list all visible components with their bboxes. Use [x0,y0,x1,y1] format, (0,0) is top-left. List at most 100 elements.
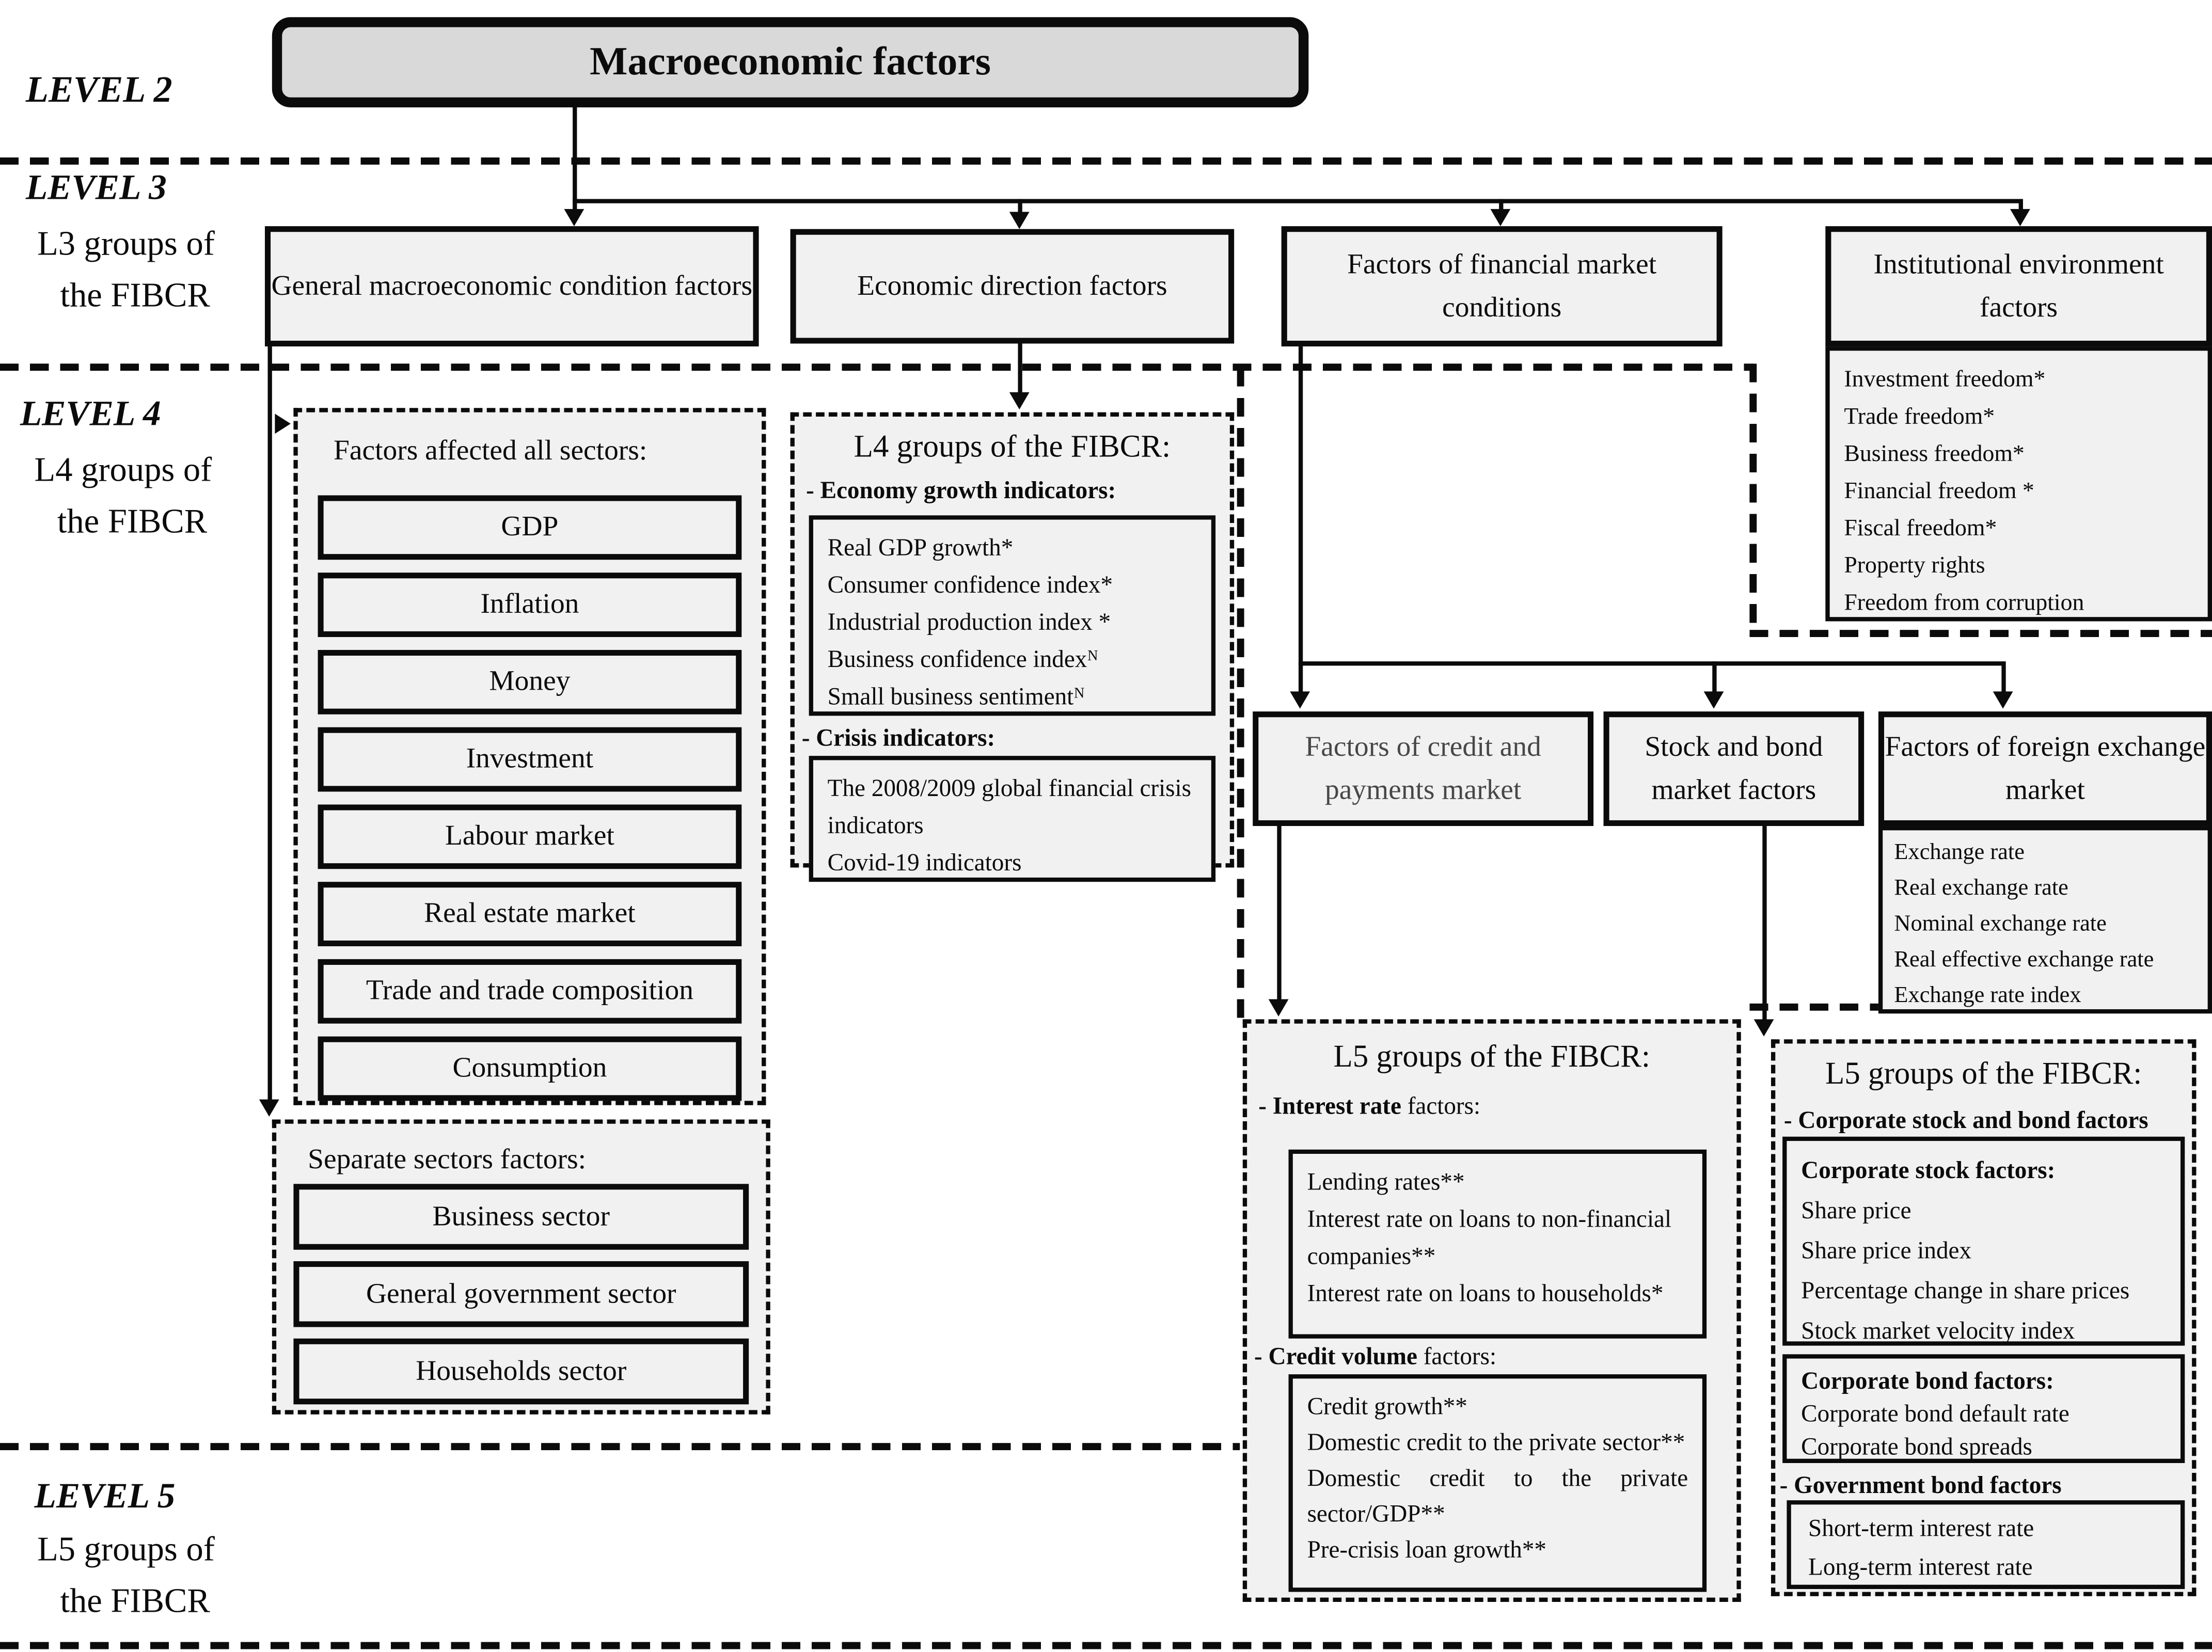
l4-box-stock-bond: Stock and bond market factors [1603,711,1865,827]
factor-label: Investment [466,743,594,775]
level4-sublabel-2: the FIBCR [57,504,208,542]
arrowhead-into-fx-box [1993,691,2013,709]
connector-l3-drop-3 [1499,199,1503,214]
list-item: Domestic credit to the private sector/GD… [1307,1464,1688,1528]
government-bond-heading: - Government bond factors [1779,1471,2062,1499]
factor-label: GDP [501,511,559,543]
sector-label: General government sector [366,1277,676,1309]
l4-box-credit-label: Factors of credit and payments market [1305,732,1541,806]
arrowhead-l3-general [564,209,584,227]
l4-box-fx-label: Factors of foreign exchange market [1885,732,2206,806]
list-item: Exchange rate [1894,840,2025,865]
connector-direction-drop [1018,343,1022,398]
root-box-label: Macroeconomic factors [590,39,991,84]
list-item: Industrial production index * [827,608,1111,636]
financial-region-dashed-left-edge [1237,368,1244,1020]
connector-stockbond-drop [1712,661,1716,693]
interest-rate-heading-rest: factors: [1401,1092,1481,1120]
factor-box-inflation: Inflation [318,573,742,637]
credit-volume-heading: - Credit volume factors: [1254,1343,1496,1371]
list-item: Freedom from corruption [1844,588,2084,616]
arrowhead-l3-institutional [2010,209,2030,227]
list-item: Pre-crisis loan growth** [1307,1536,1547,1564]
level5-label: LEVEL 5 [34,1477,176,1516]
l3-box-direction-label: Economic direction factors [857,271,1167,303]
list-item: Trade freedom* [1844,402,1995,430]
list-item: Real exchange rate [1894,876,2068,901]
factor-box-gdp: GDP [318,495,742,560]
connector-l3-drop-4 [2018,199,2023,214]
separator-level2-level3 [0,157,2212,165]
crisis-indicators-list: The 2008/2009 global financial crisis in… [809,756,1216,882]
connector-credit-drop [1298,661,1302,693]
list-item: Real effective exchange rate [1894,947,2154,972]
connector-general-drop [267,346,272,1103]
factor-label: Labour market [445,820,614,852]
sector-box-general-government: General government sector [293,1261,749,1327]
interest-rate-heading: - Interest rate factors: [1258,1092,1480,1121]
corporate-stock-heading: Corporate stock factors: [1801,1156,2056,1184]
factor-label: Inflation [480,588,579,620]
factor-box-investment: Investment [318,727,742,792]
factor-box-consumption: Consumption [318,1036,742,1101]
list-item: Interest rate on loans to non-financial … [1307,1205,1672,1270]
sector-label: Households sector [416,1355,627,1387]
credit-volume-heading-bold: - Credit volume [1254,1343,1417,1370]
arrowhead-into-l5-credit [1268,999,1289,1016]
corporate-stock-bond-heading: - Corporate stock and bond factors [1783,1106,2148,1134]
list-item: Business freedom* [1844,439,2025,467]
institutional-factors-list: Investment freedom* Trade freedom* Busin… [1825,346,2212,622]
corporate-bond-list: Corporate bond factors: Corporate bond d… [1782,1354,2185,1464]
list-item: Short-term interest rate [1808,1514,2034,1542]
separator-bottom [0,1642,2212,1649]
root-box-macroeconomic-factors: Macroeconomic factors [272,17,1309,107]
list-item: Corporate bond spreads [1801,1433,2032,1460]
list-item: Share price index [1801,1236,1972,1264]
list-item: Real GDP growth* [827,534,1014,562]
list-item: Covid-19 indicators [827,849,1022,877]
sector-box-business: Business sector [293,1184,749,1250]
connector-l3-drop-2 [1018,199,1022,214]
connector-l3-drop-1 [573,199,577,214]
arrowhead-l3-financial [1490,209,1511,227]
list-item: Small business sentimentᴺ [827,682,1085,710]
list-item: Nominal exchange rate [1894,912,2107,936]
separator-level3-level4-notch-vertical [1749,363,1757,636]
factor-label: Money [489,665,571,697]
factor-box-labour-market: Labour market [318,804,742,869]
interest-rate-list: Lending rates** Interest rate on loans t… [1288,1149,1707,1339]
l4-box-foreign-exchange: Factors of foreign exchange market [1878,711,2212,827]
list-item: Investment freedom* [1844,365,2046,392]
government-bond-list: Short-term interest rate Long-term inter… [1787,1500,2185,1590]
separator-level3-level4-right [1749,630,2212,637]
l3-box-financial-market: Factors of financial market conditions [1281,226,1723,347]
arrowhead-into-credit-box [1290,691,1310,709]
connector-stockbond-to-l5 [1762,826,1766,1024]
l3-box-institutional-label: Institutional environment factors [1873,249,2164,324]
credit-volume-heading-rest: factors: [1417,1343,1497,1370]
list-item: Percentage change in share prices [1801,1277,2130,1305]
arrowhead-into-all-sectors [275,414,291,434]
l3-box-financial-label: Factors of financial market conditions [1347,249,1657,324]
list-item: Business confidence indexᴺ [827,645,1099,673]
level4-sublabel-1: L4 groups of [34,452,212,490]
level5-sublabel-1: L5 groups of [37,1532,215,1569]
arrowhead-l3-direction [1009,212,1030,229]
l4-box-credit-payments: Factors of credit and payments market [1253,711,1594,827]
connector-financial-bus [1298,661,2004,665]
level2-label: LEVEL 2 [25,69,172,110]
list-item: Fiscal freedom* [1844,514,1997,542]
list-item: Stock market velocity index [1801,1317,2075,1344]
separator-level3-level4-left [0,363,1754,371]
arrowhead-into-l4-direction [1009,392,1030,410]
arrowhead-into-l5-stock [1753,1019,1774,1037]
factor-box-real-estate: Real estate market [318,882,742,946]
l5-credit-title: L5 groups of the FIBCR: [1333,1038,1650,1074]
list-item: Property rights [1844,551,1985,579]
list-item: Long-term interest rate [1808,1553,2033,1581]
all-sectors-title: Factors affected all sectors: [334,435,647,467]
connector-l3-bus [573,199,2022,203]
corporate-bond-heading: Corporate bond factors: [1801,1367,2054,1394]
l3-box-institutional-environment: Institutional environment factors [1825,226,2212,347]
